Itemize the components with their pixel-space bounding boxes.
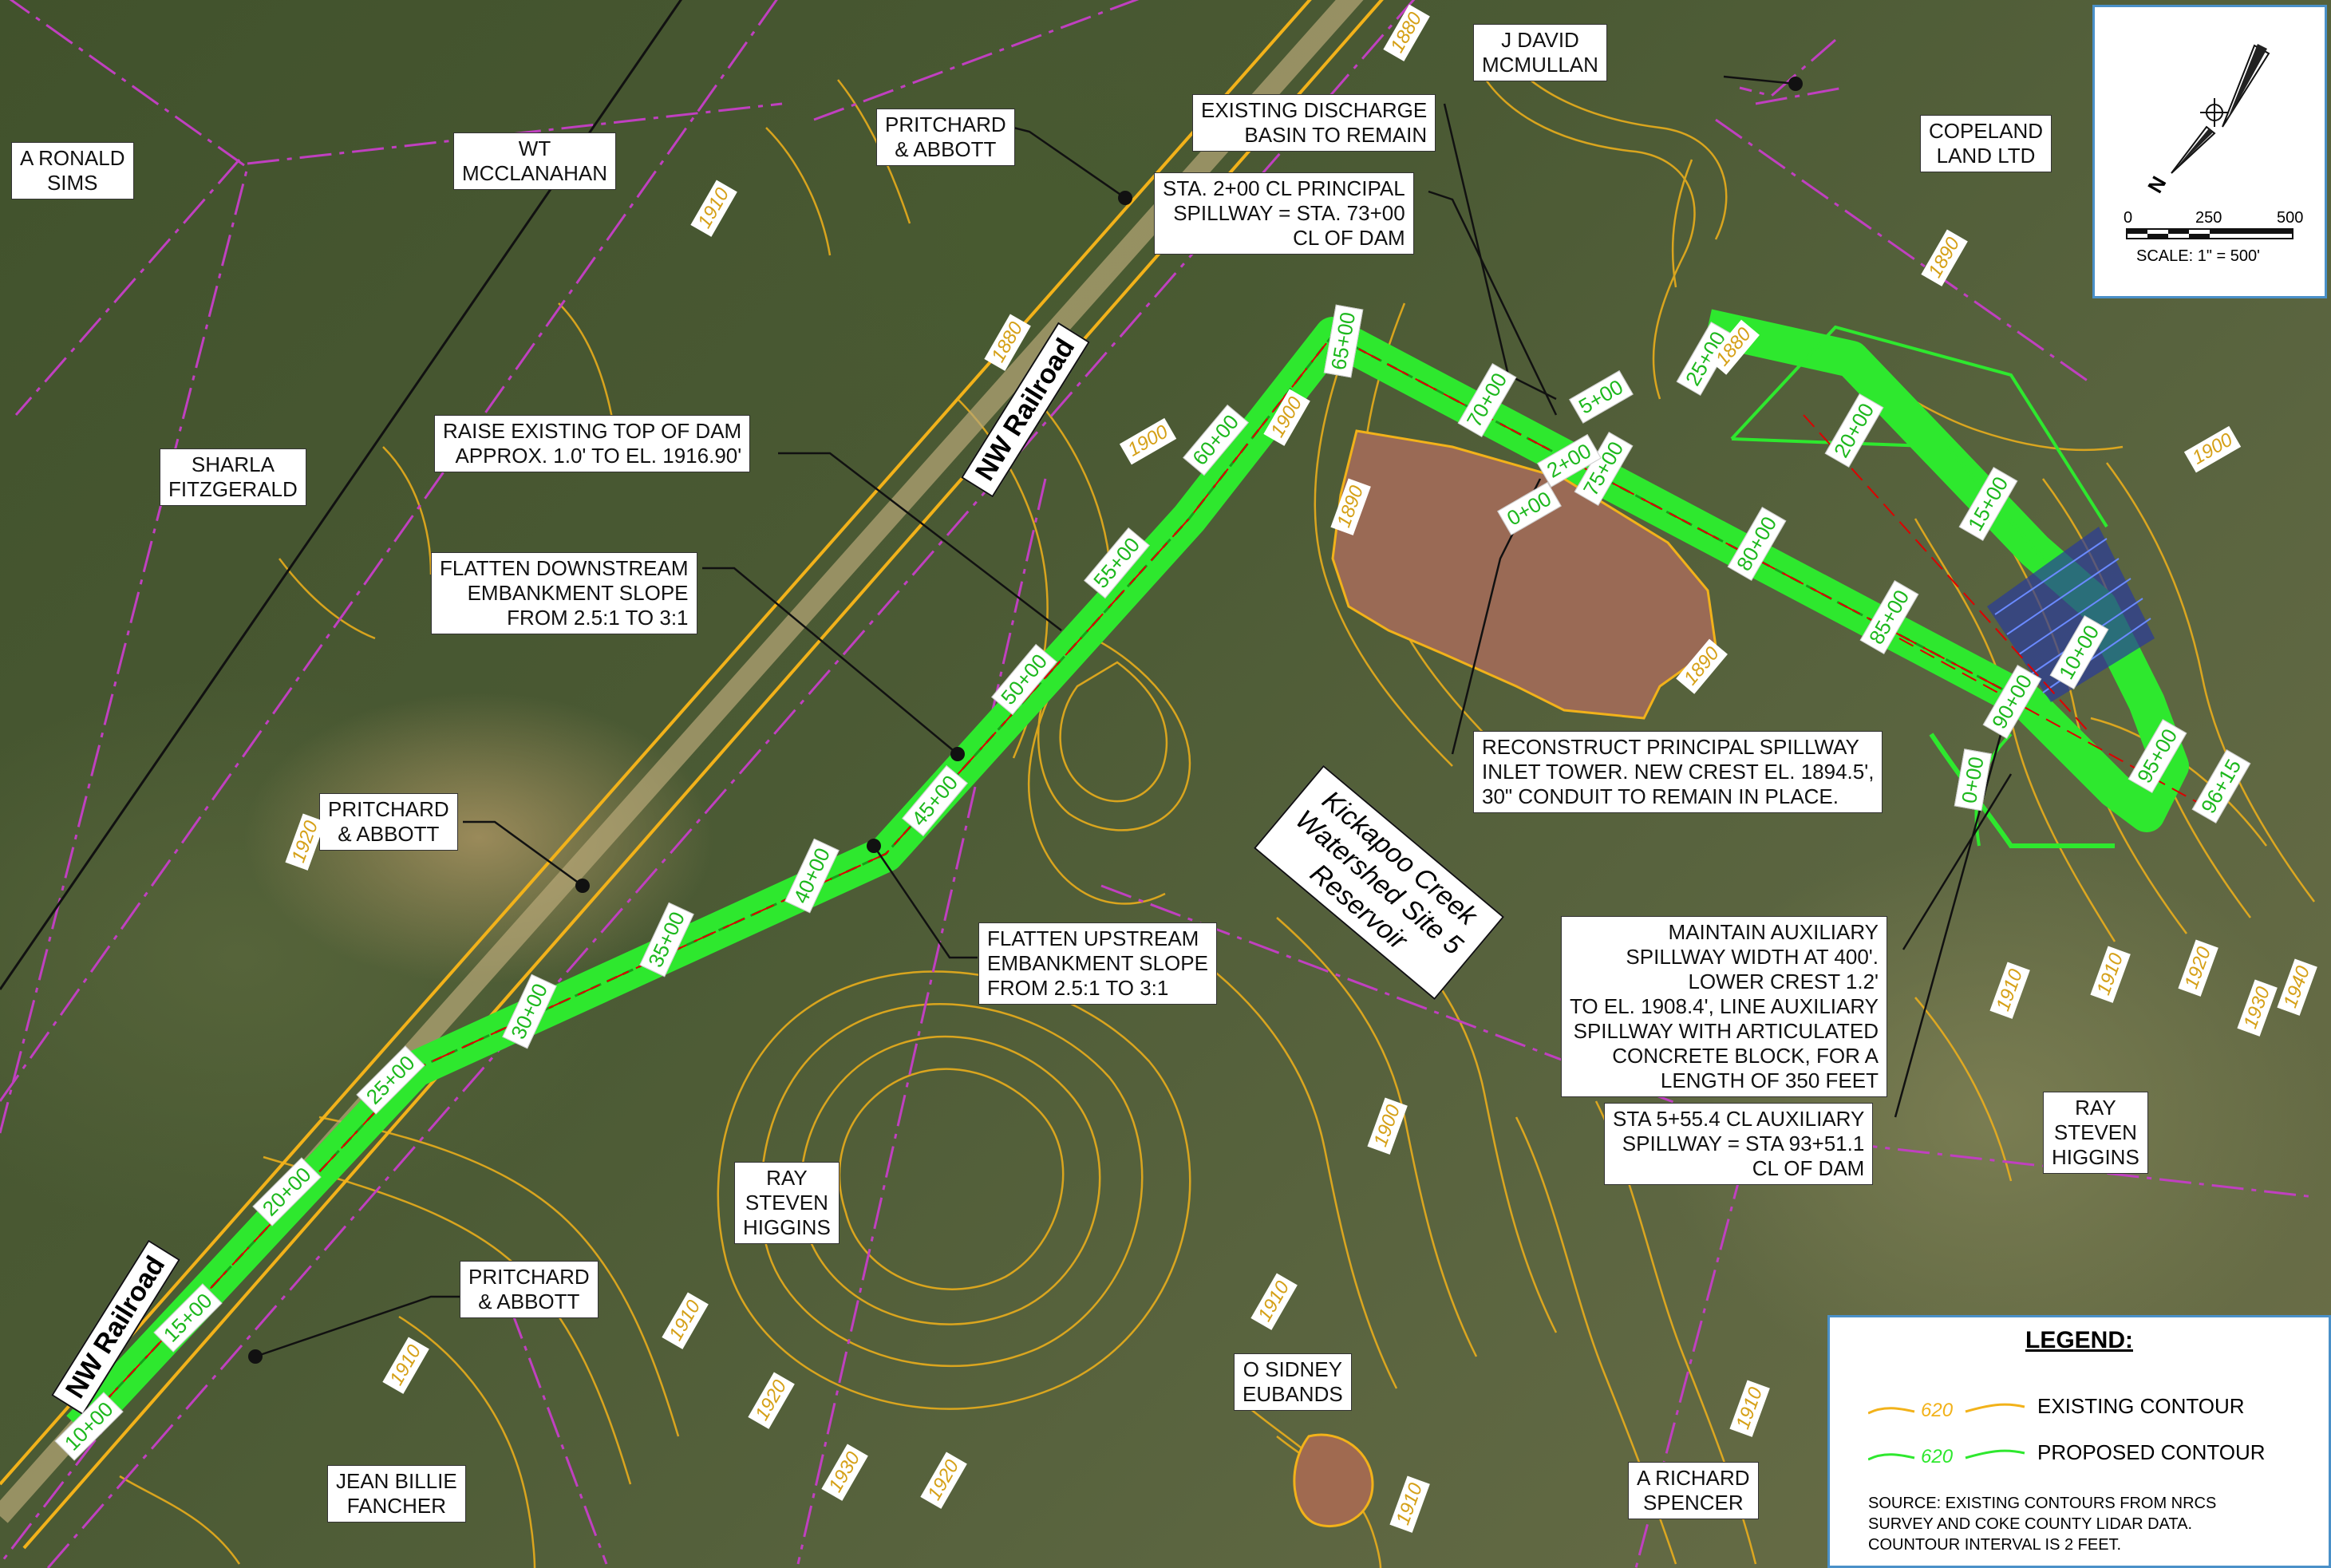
contour-sample: 620	[1921, 1400, 1954, 1421]
owner-label: PRITCHARD& ABBOTT	[876, 109, 1015, 166]
owner-label: PRITCHARD& ABBOTT	[319, 793, 458, 851]
scale-caption: SCALE: 1" = 500'	[2136, 247, 2260, 265]
scale-north-arrow-panel: N 0 250 500 SCALE: 1" = 500'	[2092, 5, 2327, 298]
existing-contour-label: EXISTING CONTOUR	[2037, 1394, 2245, 1418]
legend-source-note: SOURCE: EXISTING CONTOURS FROM NRCS SURV…	[1868, 1495, 2217, 1554]
reservoir-pool	[1331, 429, 1717, 720]
proposed-contour-label: PROPOSED CONTOUR	[2037, 1440, 2266, 1464]
north-arrow-icon: N 0 250 500 SCALE: 1" = 500'	[2124, 44, 2303, 265]
legend-title: LEGEND:	[2025, 1327, 2133, 1353]
dam-embankment	[66, 309, 2189, 1441]
scale-tick: 0	[2124, 209, 2132, 227]
scale-tick: 250	[2195, 209, 2222, 227]
legend-panel: LEGEND: 620 EXISTING CONTOUR 620 PROPOSE…	[1827, 1315, 2331, 1568]
scale-tick: 500	[2277, 209, 2303, 227]
proposed-contour-swatch: 620	[1868, 1446, 2025, 1467]
contour-sample: 620	[1921, 1446, 1954, 1467]
stock-pond	[1293, 1433, 1374, 1528]
existing-contour-swatch: 620	[1868, 1400, 2025, 1421]
leader-dots	[248, 77, 1803, 1364]
north-label: N	[2143, 172, 2171, 197]
owner-label: PRITCHARD& ABBOTT	[460, 1261, 599, 1318]
auxiliary-spillway-lining	[1730, 325, 2219, 815]
